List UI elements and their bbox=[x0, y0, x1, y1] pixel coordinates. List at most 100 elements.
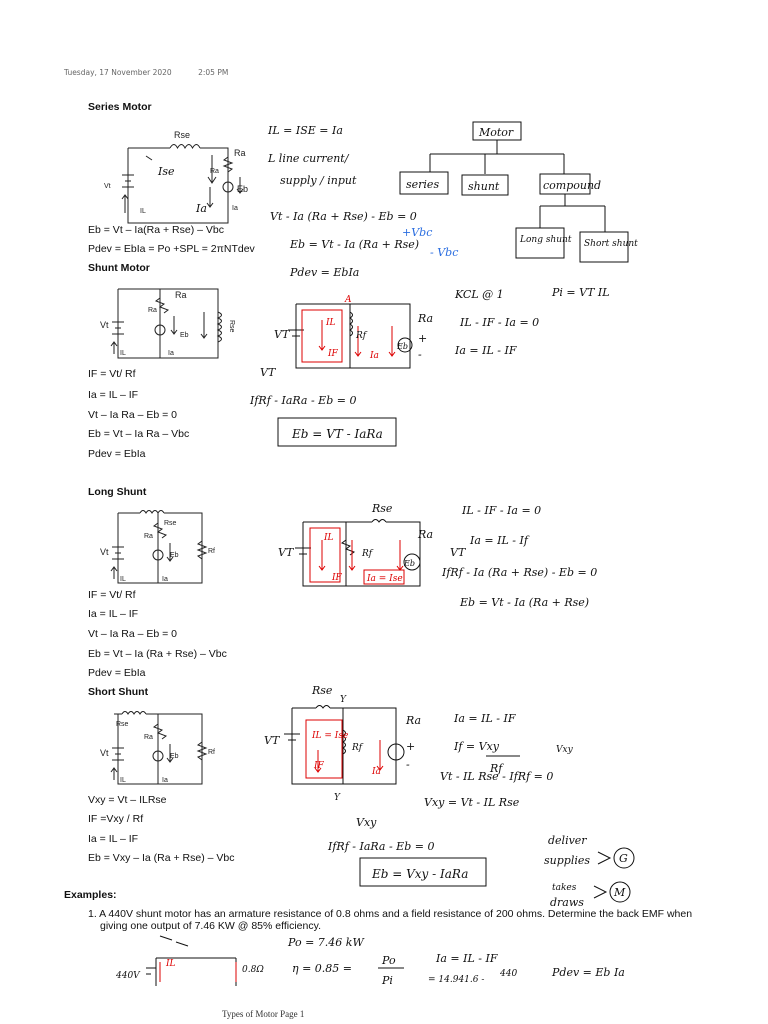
handwritten-text: Motor bbox=[478, 126, 514, 139]
short-eq: Ia = IL – IF bbox=[88, 833, 139, 845]
dlabel: Rse bbox=[228, 320, 235, 333]
handwritten-text: IL = ISE = Ia bbox=[267, 124, 343, 137]
handwritten-text: Pi = VT IL bbox=[551, 286, 610, 299]
handwritten-text: Ia = IL - IF bbox=[435, 952, 498, 965]
long-eq: Vt – Ia Ra – Eb = 0 bbox=[88, 628, 178, 640]
handwritten-text: Pi bbox=[381, 974, 393, 987]
dlabel: Rf bbox=[208, 749, 215, 756]
handwritten-text: Rf bbox=[361, 549, 374, 559]
dlabel: IL bbox=[120, 350, 126, 357]
handwritten-text: Short shunt bbox=[584, 239, 638, 249]
dlabel: Ia bbox=[162, 576, 168, 583]
dlabel: Ia bbox=[232, 205, 238, 212]
long-shunt-diagram: Rse Ra Vt Eb Rf IL Ia bbox=[100, 510, 215, 584]
dlabel: Rse bbox=[116, 721, 129, 728]
dlabel: Ra bbox=[144, 734, 153, 741]
handwritten-text: shunt bbox=[468, 180, 500, 193]
handwritten-text: series bbox=[406, 178, 439, 191]
handwritten-text: compound bbox=[543, 179, 601, 192]
handwritten-text: 440V bbox=[115, 971, 141, 981]
handwritten-text: VT bbox=[274, 328, 291, 341]
handwritten-text: IF bbox=[327, 349, 339, 359]
handwritten-text: Po bbox=[381, 954, 396, 967]
handwritten-text: Eb = Vt - Ia (Ra + Rse) bbox=[289, 238, 419, 251]
handwritten-text: - Vbc bbox=[430, 246, 458, 259]
dlabel: Vt bbox=[100, 320, 109, 330]
dlabel: IL bbox=[120, 777, 126, 784]
handwritten-text: Vt - IL Rse - IfRf = 0 bbox=[440, 770, 553, 783]
handwritten-text: Vxy bbox=[356, 816, 377, 829]
handwritten-text: IfRf - IaRa - Eb = 0 bbox=[327, 840, 434, 853]
handwritten-text: Vt - Ia (Ra + Rse) - Eb = 0 bbox=[270, 210, 417, 223]
dlabel: IL bbox=[140, 208, 146, 215]
handwritten-text: If = Vxy bbox=[453, 740, 500, 753]
dlabel: Ia bbox=[195, 202, 207, 215]
handwritten-text: Rf bbox=[351, 743, 364, 753]
handwritten-text: IF bbox=[313, 761, 325, 771]
dlabel: Eb bbox=[180, 332, 189, 339]
time-text: 2:05 PM bbox=[198, 68, 229, 77]
handwritten-text: IF bbox=[331, 573, 343, 583]
handwritten-text: Eb = Vxy - IaRa bbox=[371, 867, 468, 881]
dlabel: Vt bbox=[100, 748, 109, 758]
shunt-eq: Ia = IL – IF bbox=[88, 389, 139, 401]
dlabel: Ia bbox=[168, 350, 174, 357]
handwritten-text: supplies bbox=[544, 854, 590, 867]
dlabel: Ra bbox=[175, 290, 187, 300]
dlabel: Rse bbox=[174, 130, 190, 140]
handwritten-text: deliver bbox=[548, 834, 587, 847]
handwritten-text: Long shunt bbox=[519, 235, 572, 245]
dlabel: Rse bbox=[164, 520, 177, 527]
handwritten-text: Eb bbox=[396, 342, 408, 351]
handwritten-text: Y bbox=[334, 793, 341, 803]
dlabel: Ra bbox=[148, 307, 157, 314]
long-eq: Eb = Vt – Ia (Ra + Rse) – Vbc bbox=[88, 648, 227, 660]
handwritten-text: takes bbox=[552, 883, 577, 893]
shunt-motor-diagram: Ra Vt Ra Eb Rse IL Ia bbox=[100, 288, 235, 359]
handwritten-text: M bbox=[613, 886, 626, 899]
handwritten-text: + bbox=[418, 332, 427, 345]
series-eq: Pdev = EbIa = Po +SPL = 2πNTdev bbox=[88, 243, 255, 255]
handwritten-text: = 14.941.6 - bbox=[428, 975, 484, 985]
handwritten-text: + bbox=[406, 740, 415, 753]
handwritten-text: Ra bbox=[417, 312, 433, 325]
handwritten-text: Ia = IL - IF bbox=[453, 712, 516, 725]
handwritten-text: Ia bbox=[369, 351, 379, 361]
shunt-motor-heading: Shunt Motor bbox=[88, 262, 150, 274]
handwritten-text: Ra bbox=[417, 528, 433, 541]
short-shunt-heading: Short Shunt bbox=[88, 686, 149, 698]
handwritten-text: Vxy bbox=[556, 745, 574, 755]
page-date: Tuesday, 17 November 2020 2:05 PM bbox=[64, 68, 228, 77]
handwritten-text: VT bbox=[278, 546, 295, 559]
series-motor-diagram: Rse Ra Vt IL Ise Ra Eb Ia Ia bbox=[104, 130, 248, 224]
shunt-eq: Eb = Vt – Ia Ra – Vbc bbox=[88, 428, 190, 440]
short-shunt-diagram: Rse Ra Vt Eb Rf IL Ia bbox=[100, 711, 215, 785]
handwritten-text: Ia = IL - If bbox=[469, 534, 530, 547]
shunt-eq: Vt – Ia Ra – Eb = 0 bbox=[88, 409, 178, 421]
handwritten-text: A bbox=[344, 295, 352, 305]
handwritten-text: Ia bbox=[371, 767, 381, 777]
shunt-eq: IF = Vt/ Rf bbox=[88, 368, 136, 380]
handwritten-text: IfRf - IaRa - Eb = 0 bbox=[249, 394, 356, 407]
long-eq: Ia = IL – IF bbox=[88, 608, 139, 620]
handwritten-text: IL - IF - Ia = 0 bbox=[461, 504, 541, 517]
dlabel: Eb bbox=[237, 184, 248, 194]
handwritten-text: Ia = IL - IF bbox=[454, 344, 517, 357]
handwritten-text: VT bbox=[260, 366, 277, 379]
handwritten-text: 0.8Ω bbox=[242, 965, 264, 975]
long-eq: IF = Vt/ Rf bbox=[88, 589, 136, 601]
short-eq: IF =Vxy / Rf bbox=[88, 813, 144, 825]
handwritten-text: Ra bbox=[405, 714, 421, 727]
handwritten-text: Po = 7.46 kW bbox=[287, 936, 365, 949]
dlabel: Vt bbox=[104, 183, 111, 190]
handwritten-text: draws bbox=[550, 896, 584, 909]
dlabel: Ia bbox=[162, 777, 168, 784]
handwritten-text: VT bbox=[264, 734, 281, 747]
handwritten-text: IL bbox=[325, 318, 336, 328]
handwritten-text: Ia = Ise bbox=[366, 574, 403, 584]
page-footer: Types of Motor Page 1 bbox=[222, 1009, 305, 1019]
handwritten-text: Eb bbox=[403, 559, 415, 568]
handwritten-text: IfRf - Ia (Ra + Rse) - Eb = 0 bbox=[441, 566, 597, 579]
handwritten-text: - bbox=[418, 348, 422, 361]
